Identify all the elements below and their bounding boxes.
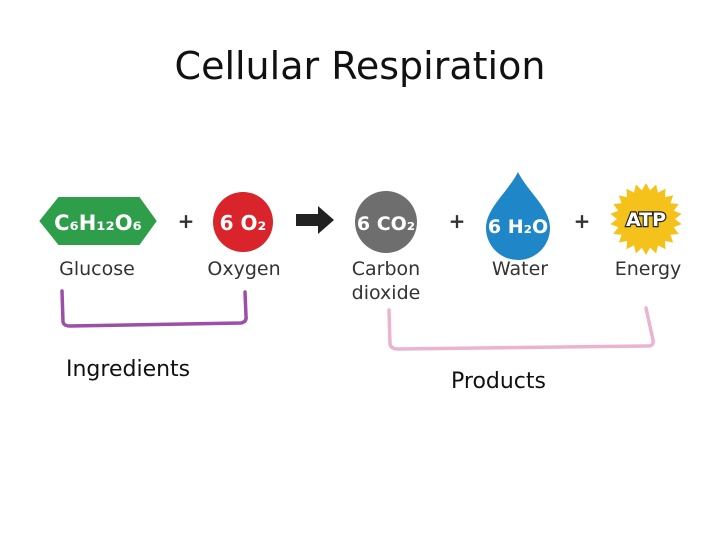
ingredients-bracket <box>60 289 248 328</box>
glucose-label: Glucose <box>59 258 135 280</box>
carbon-dioxide-label-line1: Carbon <box>352 258 420 280</box>
page-title: Cellular Respiration <box>174 44 546 88</box>
carbon-dioxide-circle-icon: 6 CO₂ <box>355 191 417 253</box>
ingredients-caption: Ingredients <box>66 357 191 382</box>
atp-formula: ATP <box>626 209 666 231</box>
glucose-hexagon-icon: C₆H₁₂O₆ <box>36 195 160 247</box>
energy-label: Energy <box>615 258 682 280</box>
carbon-dioxide-label-line2: dioxide <box>352 282 421 304</box>
plus-sign-2: + <box>449 209 466 233</box>
carbon-dioxide-formula: 6 CO₂ <box>357 213 415 235</box>
oxygen-label: Oxygen <box>207 258 280 280</box>
water-formula: 6 H₂O <box>488 216 548 238</box>
plus-sign-1: + <box>178 209 195 233</box>
glucose-formula: C₆H₁₂O₆ <box>54 211 142 235</box>
plus-sign-3: + <box>574 209 591 233</box>
oxygen-formula: 6 O₂ <box>220 211 267 235</box>
products-caption: Products <box>451 369 546 394</box>
products-bracket <box>387 306 655 351</box>
water-droplet-icon: 6 H₂O <box>486 172 550 260</box>
water-label: Water <box>492 258 548 280</box>
atp-starburst-icon: ATP <box>610 183 682 255</box>
reaction-arrow-icon <box>296 206 334 234</box>
oxygen-circle-icon: 6 O₂ <box>213 192 273 252</box>
